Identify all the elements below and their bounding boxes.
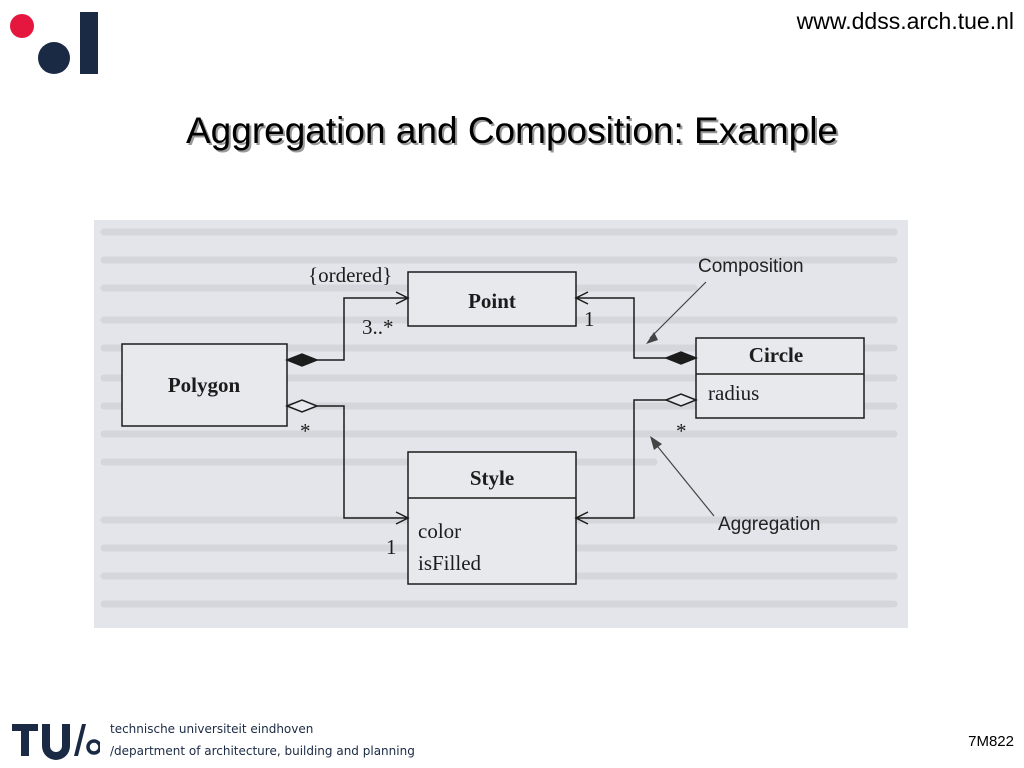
assoc-polygon-style (284, 399, 410, 525)
slide-code: 7M822 (968, 733, 1014, 750)
assoc-circle-point (574, 291, 699, 365)
callout-aggregation: Aggregation (650, 436, 820, 535)
class-style-name: Style (470, 466, 514, 490)
class-style-attr-isfilled: isFilled (418, 551, 482, 575)
mult-polygon-point: 3..* (362, 315, 394, 339)
site-url[interactable]: www.ddss.arch.tue.nl (796, 8, 1014, 34)
class-style-attr-color: color (418, 519, 461, 543)
mult-style-side: 1 (386, 535, 397, 559)
slide-title: Aggregation and Composition: Example (186, 110, 838, 151)
class-circle: Circle radius (695, 337, 865, 419)
uml-diagram: Point Polygon Circle radius Style color … (100, 228, 898, 608)
footer-department: /department of architecture, building an… (110, 744, 415, 758)
callout-composition-label: Composition (698, 256, 804, 277)
tue-dots-logo-icon (10, 12, 98, 74)
class-style: Style color isFilled (407, 451, 577, 585)
callout-composition: Composition (646, 256, 804, 344)
mult-circle-style: * (676, 419, 687, 443)
class-point: Point (407, 271, 577, 327)
footer-university: technische universiteit eindhoven (110, 722, 314, 736)
constraint-ordered: {ordered} (308, 263, 392, 287)
assoc-circle-style (574, 393, 699, 525)
callout-aggregation-label: Aggregation (718, 514, 820, 535)
assoc-polygon-point (284, 291, 410, 367)
class-point-name: Point (468, 289, 516, 313)
uml-figure: Point Polygon Circle radius Style color … (94, 220, 908, 628)
class-circle-name: Circle (749, 343, 803, 367)
class-circle-attr-radius: radius (708, 381, 759, 405)
class-polygon: Polygon (121, 343, 288, 427)
mult-circle-point: 1 (584, 307, 595, 331)
tue-wordmark-logo (12, 724, 100, 760)
class-polygon-name: Polygon (168, 373, 241, 397)
mult-polygon-style: * (300, 419, 311, 443)
